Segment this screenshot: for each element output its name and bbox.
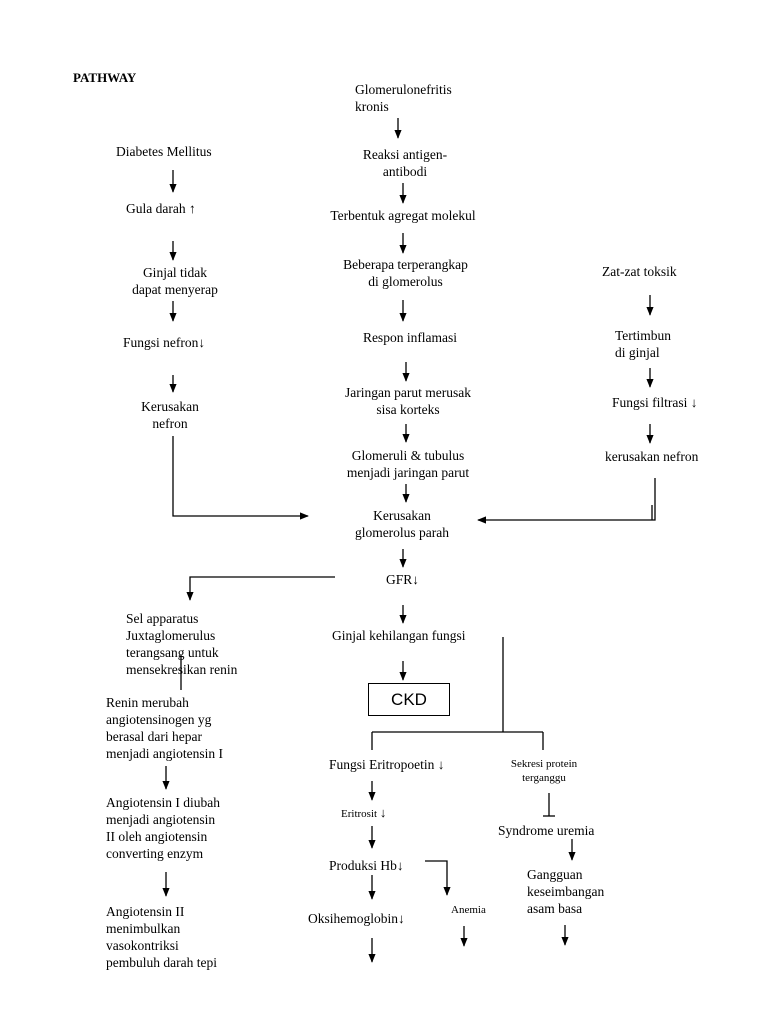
node-respon-inflamasi: Respon inflamasi [362, 330, 458, 345]
node-angiotensin-i: Angiotensin I diubah menjadi angiotensin… [106, 795, 220, 861]
node-fungsi-filtrasi: Fungsi filtrasi ↓ [612, 395, 698, 410]
node-syndrome-uremia: Syndrome uremia [498, 823, 595, 838]
down-arrow-icon: ↓ [437, 757, 445, 772]
node-agregat-molekul: Terbentuk agregat molekul [330, 208, 476, 223]
node-gula-darah: Gula darah ↑ [126, 201, 196, 216]
arrow-right-to-center [477, 478, 656, 524]
node-fungsi-eritropoetin: Fungsi Eritropoetin ↓ [329, 757, 445, 772]
node-anemia: Anemia [451, 904, 486, 916]
node-glomerulonefritis: Glomerulonefritis kronis [355, 82, 452, 114]
node-gangguan-asam-basa: Gangguan keseimbangan asam basa [527, 867, 605, 916]
node-jaringan-parut: Jaringan parut merusak sisa korteks [345, 385, 471, 417]
up-arrow-icon: ↑ [188, 201, 196, 216]
node-kerusakan-glomerolus: Kerusakan glomerolus parah [354, 508, 450, 540]
node-angiotensin-ii: Angiotensin II menimbulkan vasokontriksi… [106, 904, 217, 970]
node-terperangkap: Beberapa terperangkap di glomerolus [343, 257, 468, 289]
down-arrow-icon: ↓ [398, 911, 405, 926]
down-arrow-icon: ↓ [412, 572, 420, 587]
node-tertimbun: Tertimbun di ginjal [615, 328, 672, 360]
node-sel-apparatus: Sel apparatus Juxtaglomerulus terangsang… [126, 611, 238, 677]
node-diabetes-mellitus: Diabetes Mellitus [116, 144, 212, 159]
node-reaksi-antigen: Reaksi antigen- antibodi [362, 147, 448, 179]
arrow-hb-to-anemia [425, 860, 451, 896]
node-kerusakan-nefron-left: Kerusakan nefron [141, 399, 199, 431]
node-glomeruli-tubulus: Glomeruli & tubulus menjadi jaringan par… [346, 448, 470, 480]
node-kerusakan-nefron-right: kerusakan nefron [605, 449, 699, 464]
node-ginjal-tidak-menyerap: Ginjal tidak dapat menyerap [132, 265, 218, 297]
node-fungsi-nefron: Fungsi nefron↓ [123, 335, 206, 350]
node-ckd: CKD [368, 683, 450, 716]
arrow-left-to-center [172, 436, 309, 520]
node-sekresi-protein: Sekresi protein terganggu [510, 758, 578, 784]
down-arrow-icon: ↓ [379, 805, 387, 820]
page-title: PATHWAY [73, 70, 137, 85]
down-arrow-icon: ↓ [198, 335, 206, 350]
down-arrow-icon: ↓ [690, 395, 698, 410]
arrow-gfr-to-renin [186, 576, 335, 601]
node-zat-toksik: Zat-zat toksik [602, 264, 677, 279]
node-renin-merubah: Renin merubah angiotensinogen yg berasal… [106, 695, 223, 761]
node-gfr: GFR↓ [386, 572, 420, 587]
down-arrow-icon: ↓ [396, 858, 404, 873]
node-eritrosit: Eritrosit ↓ [341, 805, 387, 821]
node-produksi-hb: Produksi Hb↓ [329, 858, 404, 873]
node-ginjal-kehilangan-fungsi: Ginjal kehilangan fungsi [332, 628, 466, 643]
node-oksihemoglobin: Oksihemoglobin↓ [308, 911, 405, 926]
